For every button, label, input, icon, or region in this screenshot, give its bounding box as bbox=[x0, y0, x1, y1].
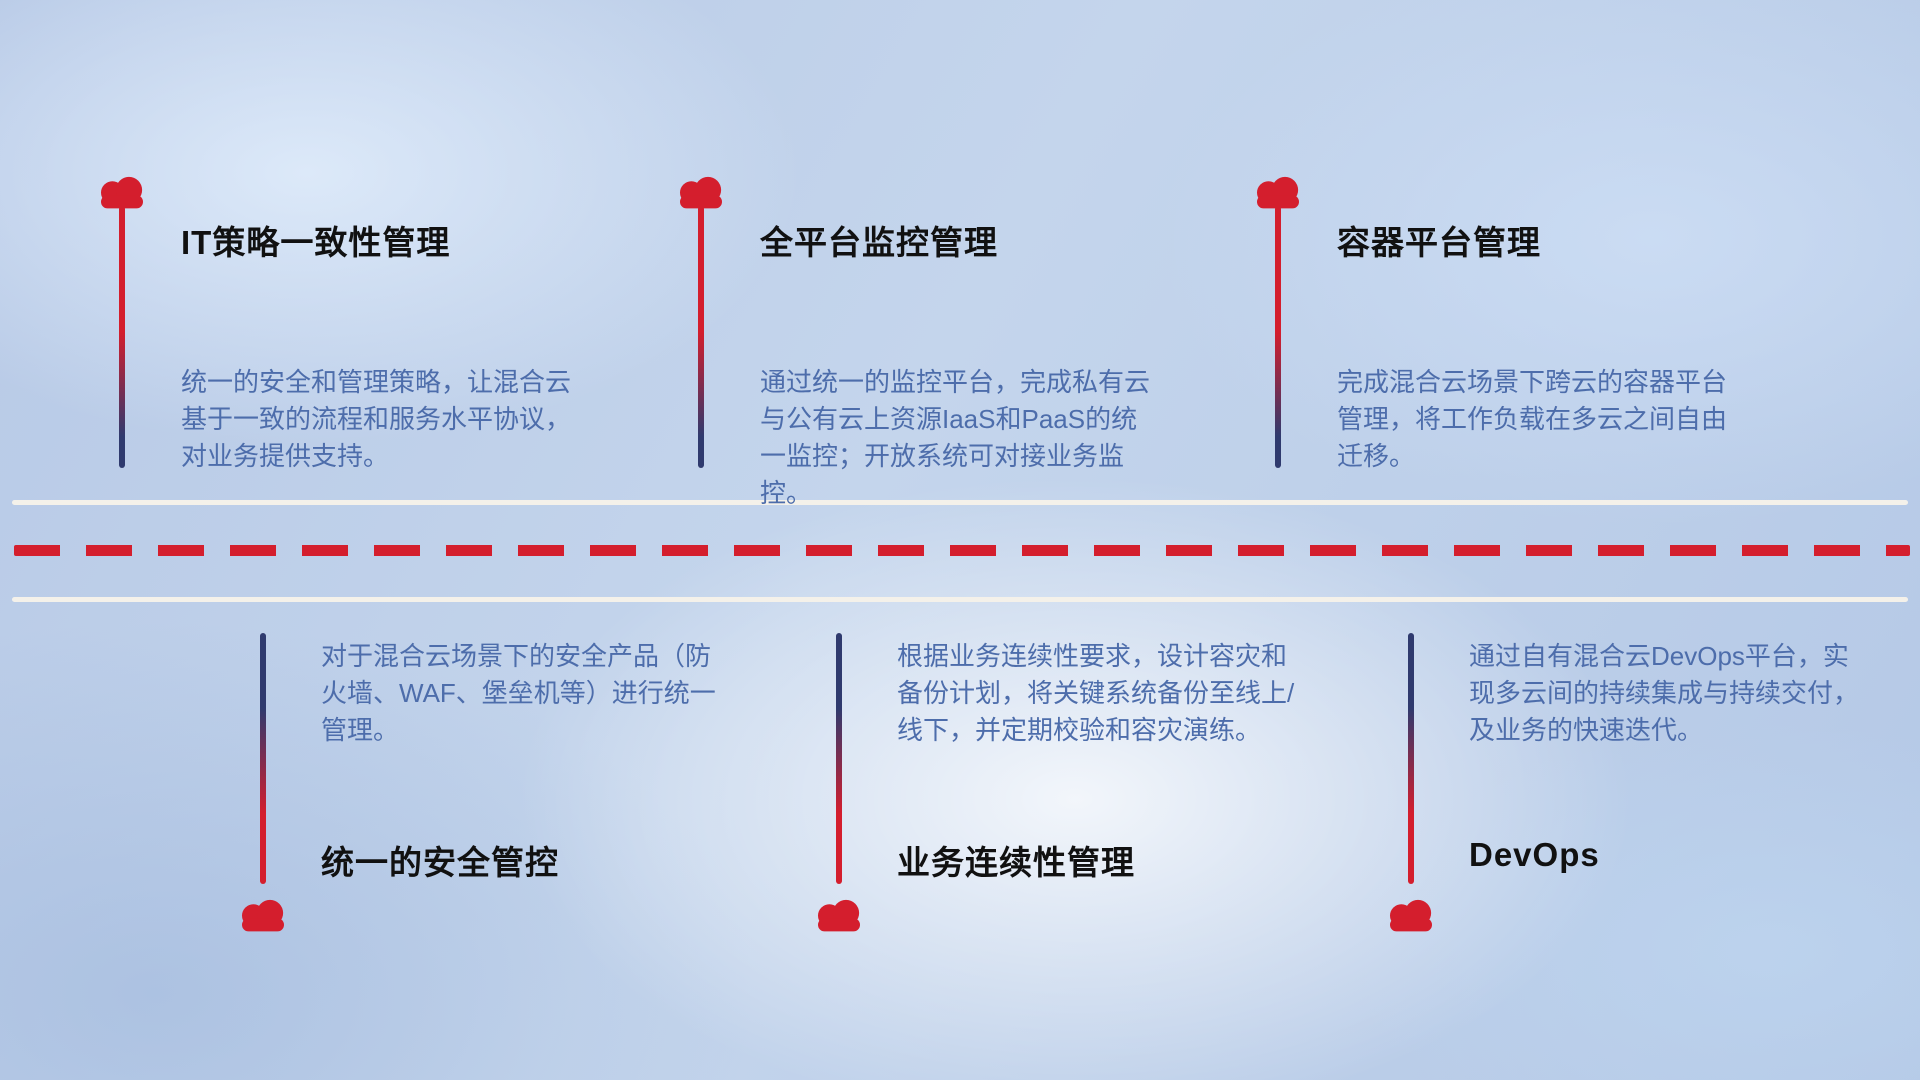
cloud-icon bbox=[673, 168, 729, 212]
timeline-stem bbox=[1408, 633, 1414, 884]
road-lower-line bbox=[12, 597, 1908, 602]
item-title: DevOps bbox=[1469, 836, 1600, 873]
road-upper-line bbox=[12, 500, 1908, 505]
cloud-icon bbox=[1250, 168, 1306, 212]
item-title: 业务连续性管理 bbox=[897, 844, 1135, 881]
cloud-icon bbox=[235, 891, 291, 935]
item-description: 对于混合云场景下的安全产品（防火墙、WAF、堡垒机等）进行统一管理。 bbox=[321, 641, 716, 745]
timeline-stem bbox=[119, 206, 125, 468]
cloud-icon bbox=[94, 168, 150, 212]
item-description: 统一的安全和管理策略，让混合云基于一致的流程和服务水平协议，对业务提供支持。 bbox=[181, 367, 572, 471]
timeline-stem bbox=[698, 206, 704, 468]
timeline-stem bbox=[260, 633, 266, 884]
cloud-icon bbox=[811, 891, 867, 935]
item-title: IT策略一致性管理 bbox=[181, 224, 451, 261]
item-description: 通过统一的监控平台，完成私有云与公有云上资源IaaS和PaaS的统一监控；开放系… bbox=[760, 367, 1151, 508]
road-dashed-centerline bbox=[14, 545, 1910, 556]
item-description: 完成混合云场景下跨云的容器平台管理，将工作负载在多云之间自由迁移。 bbox=[1337, 367, 1728, 471]
item-description: 通过自有混合云DevOps平台，实现多云间的持续集成与持续交付，及业务的快速迭代… bbox=[1469, 641, 1860, 745]
item-description: 根据业务连续性要求，设计容灾和备份计划，将关键系统备份至线上/线下，并定期校验和… bbox=[897, 641, 1295, 745]
item-title: 全平台监控管理 bbox=[760, 224, 998, 261]
item-title: 统一的安全管控 bbox=[321, 844, 559, 881]
cloud-icon bbox=[1383, 891, 1439, 935]
item-title: 容器平台管理 bbox=[1337, 224, 1541, 261]
timeline-stem bbox=[1275, 206, 1281, 468]
timeline-stem bbox=[836, 633, 842, 884]
